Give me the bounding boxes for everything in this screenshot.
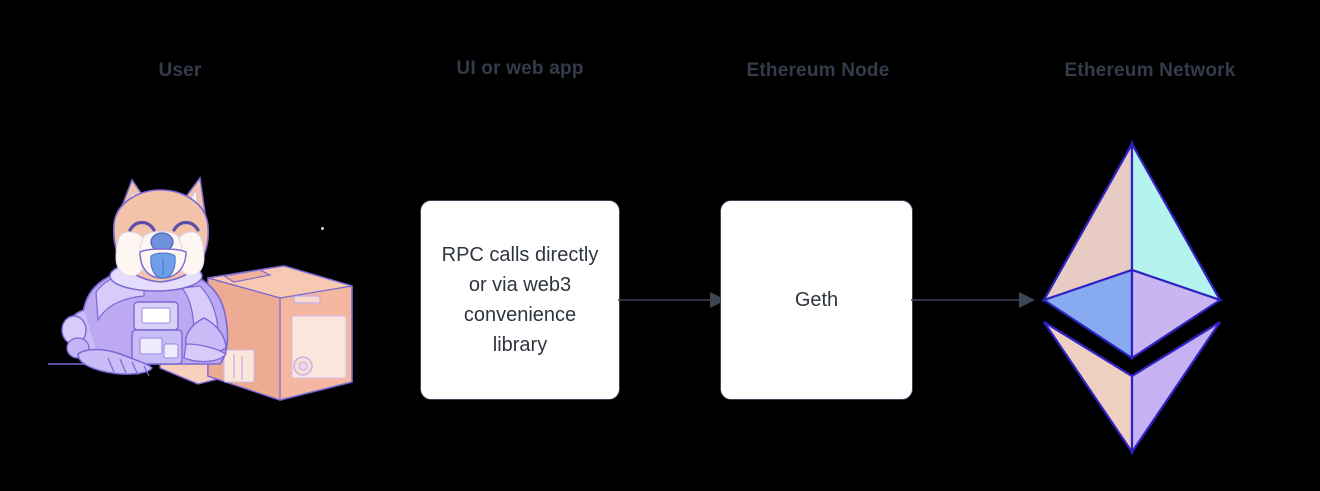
node-box-rpc-calls-label: RPC calls directly or via web3 convenien…: [441, 244, 599, 356]
eth-facet-mid-right: [1130, 268, 1223, 361]
column-label-ethereum-network: Ethereum Network: [1064, 60, 1236, 81]
shiba-inu-astronaut-icon: [61, 176, 229, 377]
arrow-geth-to-network: [911, 292, 1035, 308]
column-label-ui-or-web-app: UI or web app: [456, 58, 584, 79]
arrow-head: [710, 292, 726, 308]
node-box-geth-label: Geth: [794, 289, 839, 311]
ethereum-logo: [1032, 139, 1232, 456]
column-label-ethereum-node: Ethereum Node: [746, 60, 890, 81]
node-box-rpc-calls[interactable]: RPC calls directly or via web3 convenien…: [420, 200, 620, 400]
arrow-head: [1019, 292, 1035, 308]
retro-computer-icon: [159, 265, 353, 401]
user-illustration: [48, 168, 368, 412]
eth-facet-lower-right: [1130, 321, 1221, 456]
node-box-geth[interactable]: Geth: [720, 200, 913, 400]
column-label-user: User: [158, 60, 202, 81]
decorative-speck: [321, 227, 324, 230]
arrow-webapp-to-geth: [618, 292, 726, 308]
